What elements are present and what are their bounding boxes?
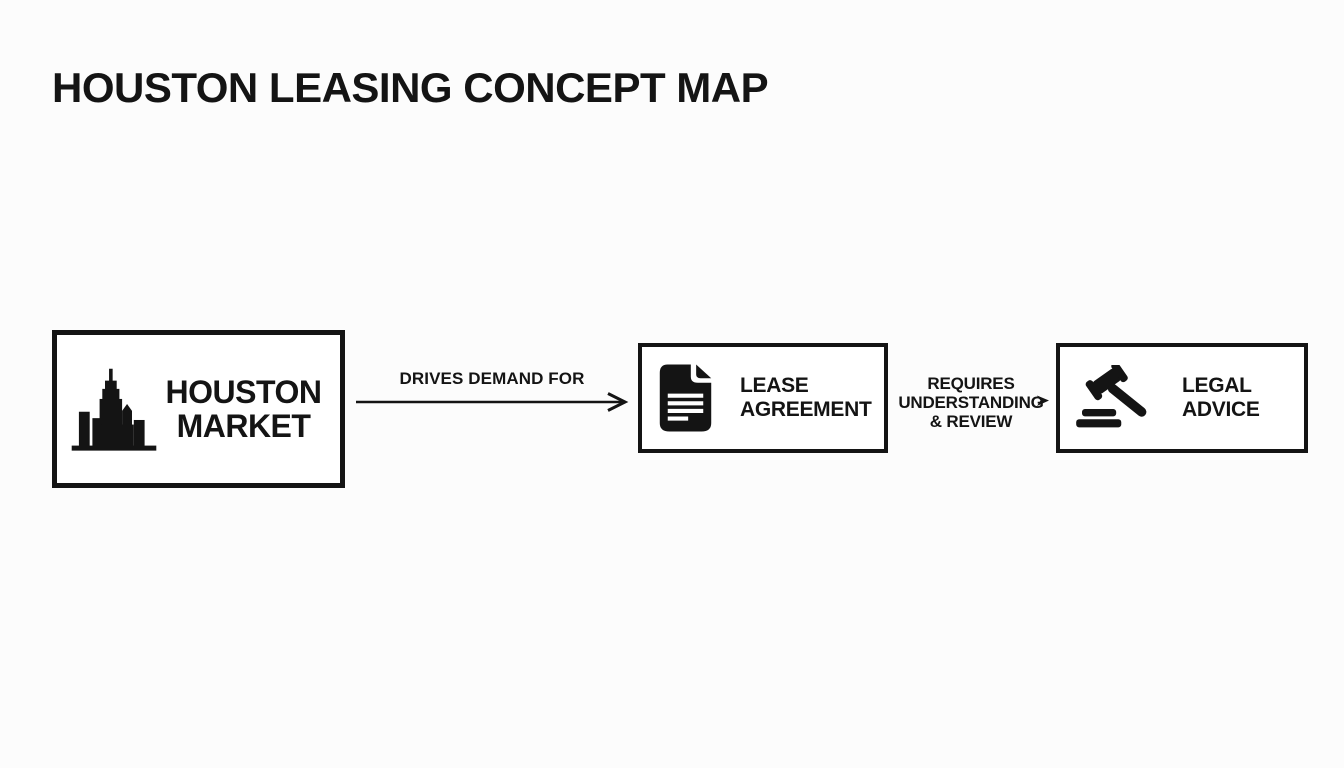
node-legal-advice: LEGAL ADVICE: [1056, 343, 1308, 453]
node-label: HOUSTON MARKET: [159, 375, 328, 443]
node-label-line: MARKET: [176, 408, 311, 444]
arrowhead-icon: [1037, 395, 1049, 406]
edge-label-line: & REVIEW: [929, 412, 1013, 431]
city-skyline-icon: [69, 366, 159, 452]
edge-label-line: REQUIRES: [927, 374, 1015, 393]
node-label-line: ADVICE: [1182, 398, 1260, 421]
edge-label-line: UNDERSTANDING: [898, 393, 1044, 412]
edge-requires-review-label: REQUIRES UNDERSTANDING & REVIEW: [891, 374, 1051, 431]
node-label: LEGAL ADVICE: [1182, 374, 1260, 422]
node-lease-agreement: LEASE AGREEMENT: [638, 343, 888, 453]
node-label: LEASE AGREEMENT: [740, 374, 872, 422]
node-label-line: LEGAL: [1182, 374, 1252, 397]
document-icon: [658, 363, 713, 433]
node-label-line: AGREEMENT: [740, 398, 872, 421]
node-label-line: HOUSTON: [165, 374, 322, 410]
page-title: HOUSTON LEASING CONCEPT MAP: [52, 64, 769, 111]
arrow-right-icon: [356, 392, 629, 412]
gavel-icon: [1074, 365, 1154, 431]
node-label-line: LEASE: [740, 374, 809, 397]
node-houston-market: HOUSTON MARKET: [52, 330, 345, 488]
edge-drives-demand-label: DRIVES DEMAND FOR: [399, 369, 585, 388]
